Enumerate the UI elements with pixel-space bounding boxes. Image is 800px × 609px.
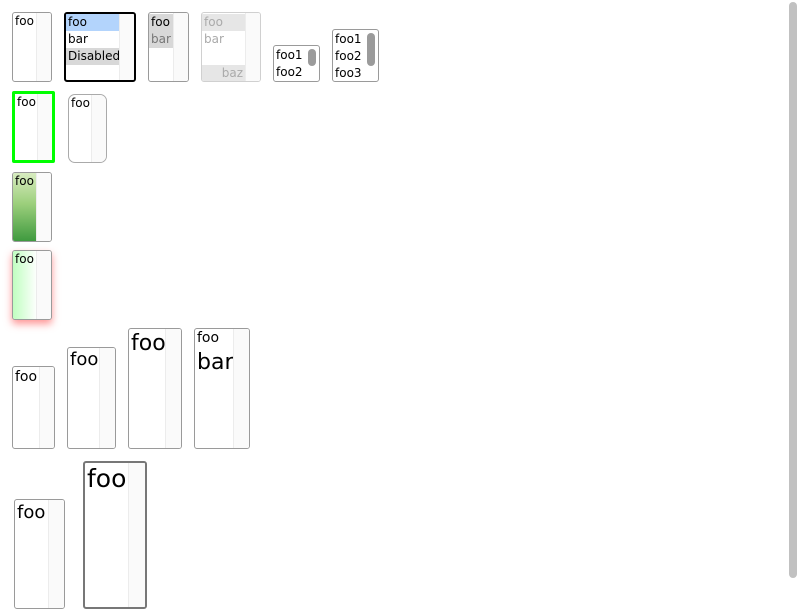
listbox-option[interactable]: foo [131, 331, 166, 356]
listbox-option[interactable]: foo [17, 95, 36, 109]
listbox-three-items[interactable]: foo1 foo2 foo3 [332, 29, 379, 82]
listbox-scrollbar[interactable] [91, 95, 106, 162]
listbox-option-selected[interactable]: bar [149, 31, 174, 48]
listbox-option[interactable]: foo2 [276, 65, 303, 79]
listbox-gray-selected[interactable]: foo bar [148, 12, 189, 82]
listbox-scrollbar[interactable] [173, 13, 188, 81]
listbox-single[interactable]: foo [12, 12, 52, 82]
listbox-option[interactable]: bar [197, 350, 234, 375]
listbox-scrollbar[interactable] [37, 94, 52, 160]
listbox-green-border[interactable]: foo [12, 91, 55, 163]
listbox-option[interactable]: foo [70, 349, 99, 370]
listbox-option[interactable]: foo [71, 96, 90, 110]
listbox-option[interactable]: foo [15, 252, 34, 266]
page-scrollbar[interactable] [786, 0, 800, 600]
listbox-option-selected[interactable]: foo [149, 14, 174, 31]
listbox-option-disabled: Disabled [66, 48, 121, 65]
listbox-size-large[interactable]: foo [128, 328, 182, 449]
listbox-scrollbar[interactable] [36, 13, 51, 81]
listbox-scrollbar[interactable] [36, 173, 51, 241]
listbox-disabled: foo bar baz [201, 12, 261, 82]
listbox-scrollbar[interactable] [48, 500, 64, 608]
listbox-scrollbar[interactable] [36, 251, 51, 319]
listbox-glow[interactable]: foo [12, 250, 52, 320]
listbox-glow-fill [13, 251, 37, 319]
listbox-option[interactable]: foo3 [335, 66, 362, 80]
listbox-gradient-fill [13, 173, 37, 241]
listbox-option[interactable]: foo [15, 14, 34, 28]
listbox-scrollbar[interactable] [233, 329, 249, 448]
listbox-option[interactable]: foo [17, 502, 46, 523]
listbox-option[interactable]: foo2 [335, 49, 362, 63]
listbox-scroll-thumb[interactable] [367, 33, 375, 66]
listbox-scrollbar[interactable] [128, 463, 145, 607]
listbox-rounded[interactable]: foo [68, 94, 107, 163]
listbox-option[interactable]: bar [68, 32, 88, 46]
listbox-scrollbar [245, 13, 260, 81]
listbox-small-scroll[interactable]: foo1 foo2 [273, 45, 320, 82]
listbox-option[interactable]: foo [87, 464, 127, 493]
listbox-mixed-size[interactable]: foo bar [194, 328, 250, 449]
listbox-scrollbar[interactable] [165, 329, 181, 448]
listbox-scrollbar[interactable] [119, 14, 134, 80]
listbox-scrollbar[interactable] [99, 348, 115, 448]
listbox-option[interactable]: foo [15, 174, 34, 188]
listbox-scrollbar[interactable] [39, 367, 54, 448]
listbox-option[interactable]: foo [197, 330, 220, 346]
listbox-size-medium[interactable]: foo [67, 347, 116, 449]
listbox-large-two[interactable]: foo [83, 461, 147, 609]
listbox-option[interactable]: foo [15, 369, 38, 385]
listbox-option[interactable]: foo1 [276, 48, 303, 62]
listbox-option-disabled: foo [202, 14, 246, 31]
page-scrollbar-thumb[interactable] [789, 2, 797, 578]
listbox-large-one[interactable]: foo [14, 499, 65, 609]
listbox-gradient[interactable]: foo [12, 172, 52, 242]
listbox-option-selected[interactable]: foo [66, 14, 121, 31]
listbox-option-disabled: baz [202, 65, 246, 81]
listbox-scroll-thumb[interactable] [308, 49, 316, 66]
listbox-option-disabled: bar [204, 32, 224, 46]
listbox-focused[interactable]: foo bar Disabled [64, 12, 136, 82]
listbox-size-small[interactable]: foo [12, 366, 55, 449]
listbox-option[interactable]: foo1 [335, 32, 362, 46]
